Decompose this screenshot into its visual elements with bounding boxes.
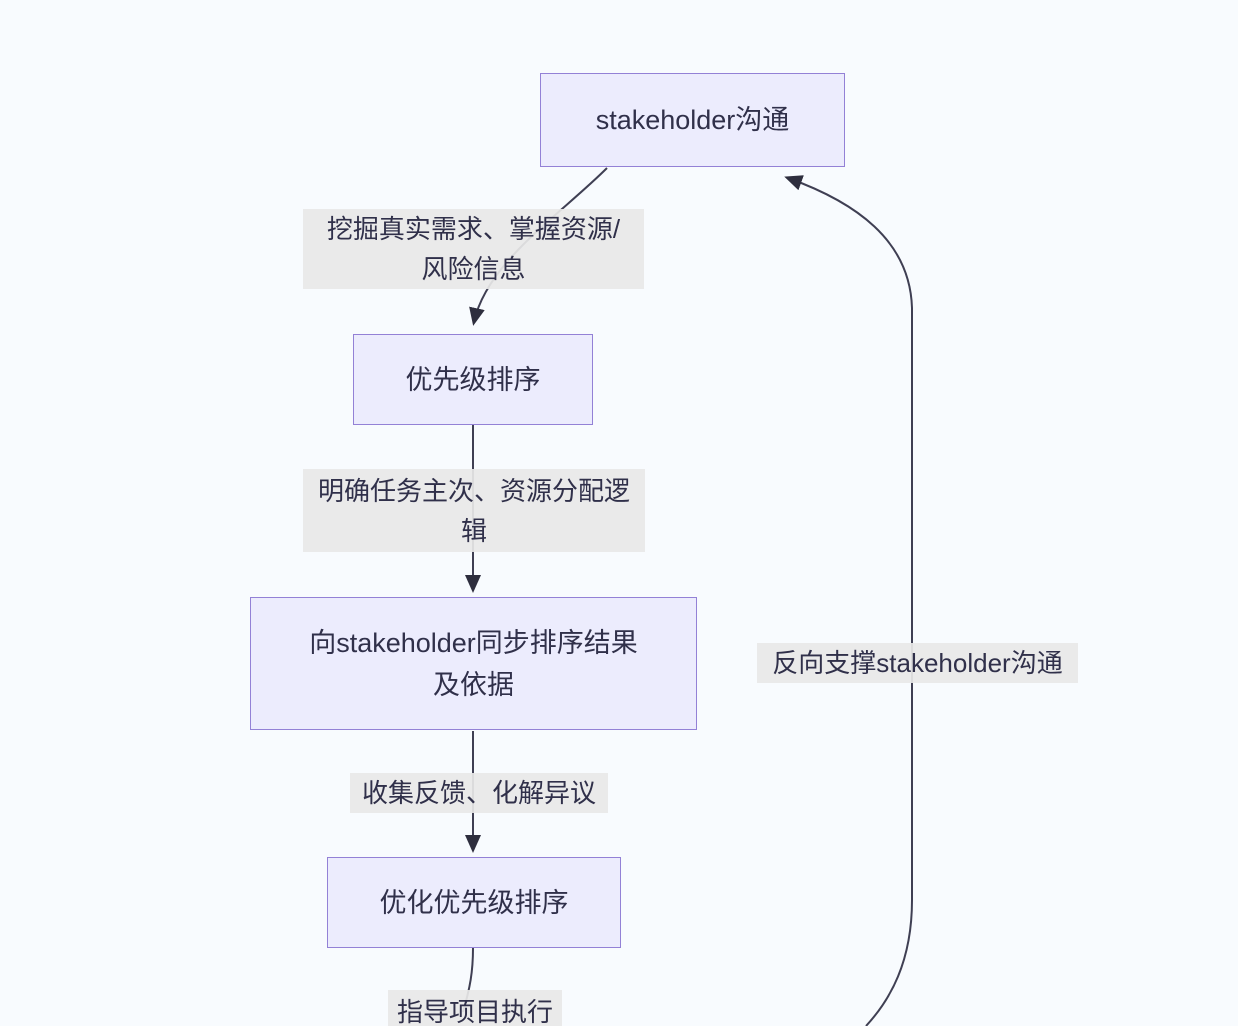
edge-label-line: 收集反馈、化解异议 <box>361 778 596 808</box>
edge-label-collect-feedback: 收集反馈、化解异议 <box>350 773 608 813</box>
node-sync-results: 向stakeholder同步排序结果 及依据 <box>250 597 697 730</box>
edge-label-line: 辑 <box>460 515 487 546</box>
node-label: stakeholder沟通 <box>595 105 790 135</box>
edge-label-line: 指导项目执行 <box>396 997 553 1026</box>
edge-label-reverse-support: 反向支撑stakeholder沟通 <box>757 643 1078 683</box>
edge-label-line: 风险信息 <box>421 254 526 284</box>
edge-label-clarify-tasks: 明确任务主次、资源分配逻 辑 <box>303 469 645 552</box>
edge-reverse-support-line <box>784 175 913 1026</box>
edge-label-guide-execution: 指导项目执行 <box>388 990 562 1026</box>
node-prioritization: 优先级排序 <box>353 334 593 425</box>
node-stakeholder-communication: stakeholder沟通 <box>540 73 845 167</box>
node-label-line: 及依据 <box>433 669 514 700</box>
node-label-line: 向stakeholder同步排序结果 <box>309 627 638 658</box>
edge-label-line: 明确任务主次、资源分配逻 <box>317 475 630 506</box>
node-label: 优化优先级排序 <box>379 887 569 918</box>
node-optimize-prioritization: 优化优先级排序 <box>327 857 621 948</box>
edge-label-dig-needs: 挖掘真实需求、掌握资源/ 风险信息 <box>303 209 644 289</box>
node-label: 优先级排序 <box>405 364 541 395</box>
edge-label-line: 挖掘真实需求、掌握资源/ <box>326 214 621 244</box>
edge-label-line: 反向支撑stakeholder沟通 <box>772 648 1063 678</box>
